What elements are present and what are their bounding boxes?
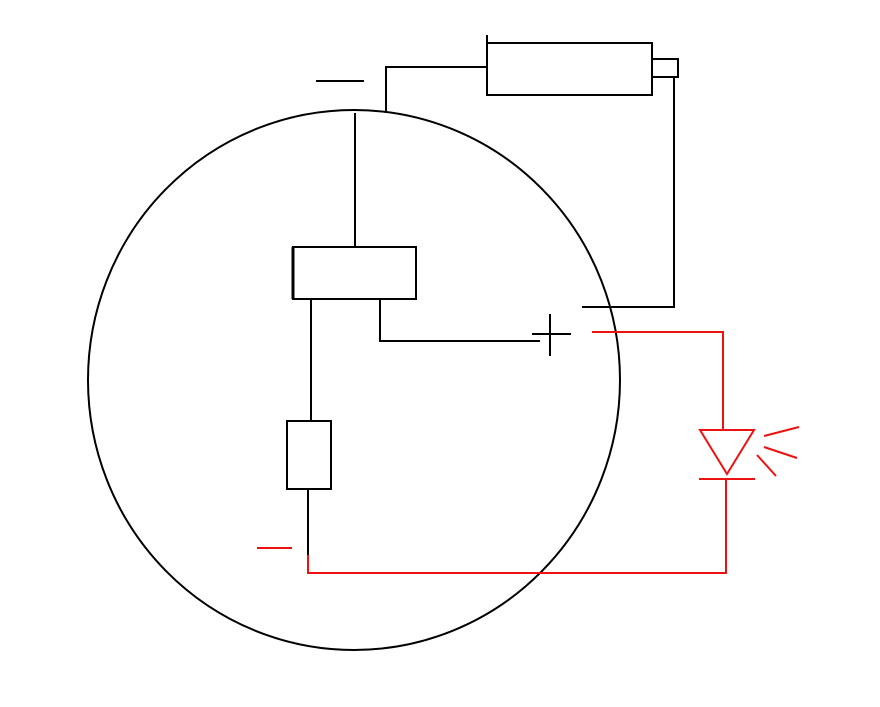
- battery-icon: [486, 35, 679, 96]
- led-triangle: [698, 429, 756, 476]
- led-ray-3: [756, 454, 777, 477]
- enclosure-circle: [87, 109, 621, 651]
- wire-right: [582, 77, 675, 308]
- led-ray-2: [763, 446, 798, 459]
- led-ray-1: [763, 426, 800, 437]
- wire-top-left: [385, 66, 487, 113]
- battery-terminal: [651, 58, 679, 78]
- red-wire-top: [592, 331, 724, 430]
- led-icon: [698, 426, 800, 480]
- wire-to-plus: [379, 299, 540, 342]
- red-wire-bottom: [307, 478, 727, 574]
- plus-sign: [532, 314, 571, 356]
